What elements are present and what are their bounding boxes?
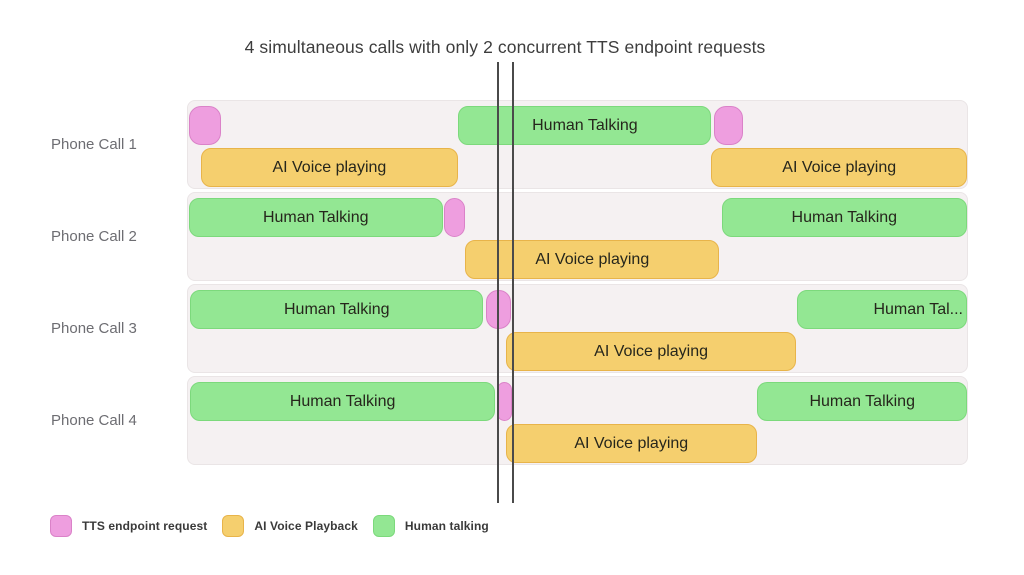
row-label: Phone Call 2 — [51, 228, 137, 245]
tts-endpoint-request-bar — [443, 198, 466, 237]
ai-voice-playing-bar: AI Voice playing — [505, 332, 797, 371]
ai-swatch-icon — [222, 515, 245, 537]
ai-voice-playing-bar: AI Voice playing — [505, 424, 757, 463]
ai-voice-playing-bar: AI Voice playing — [465, 240, 720, 279]
human-talking-bar: Human Talking — [190, 290, 484, 329]
ai-voice-playing-bar: AI Voice playing — [711, 148, 967, 187]
legend-item-human: Human talking — [372, 515, 489, 537]
human-talking-bar: Human Talking — [190, 382, 495, 421]
tts-endpoint-request-bar — [713, 106, 744, 145]
diagram-title: 4 simultaneous calls with only 2 concurr… — [244, 37, 766, 57]
human-talking-bar: Human Talking — [757, 382, 967, 421]
row-label: Phone Call 4 — [51, 412, 137, 429]
human-swatch-icon — [372, 515, 395, 537]
legend: TTS endpoint request AI Voice Playback Hum… — [50, 515, 489, 537]
human-talking-bar: Human Talking — [458, 106, 712, 145]
row-label: Phone Call 1 — [51, 136, 137, 153]
legend-label: Human talking — [404, 519, 489, 533]
tts-swatch-icon — [50, 515, 72, 537]
tts-endpoint-request-bar — [497, 382, 513, 421]
legend-item-tts: TTS endpoint request — [50, 515, 207, 537]
human-talking-bar: Human Tal... — [797, 290, 967, 329]
legend-label: AI Voice Playback — [254, 519, 358, 533]
human-talking-bar: Human Talking — [188, 198, 443, 237]
tts-endpoint-request-bar — [188, 106, 221, 145]
ai-voice-playing-bar: AI Voice playing — [201, 148, 458, 187]
row-track-background: Human Talking Human Tal...AI Voice playin… — [187, 284, 968, 373]
legend-item-ai: AI Voice Playback — [222, 515, 358, 537]
legend-label: TTS endpoint request — [82, 519, 208, 533]
row-label: Phone Call 3 — [51, 320, 137, 337]
human-talking-bar: Human Talking — [721, 198, 967, 237]
tts-endpoint-request-bar — [486, 290, 512, 329]
phone-call-row-3: Phone Call 3 Human Talking Human Tal...AI … — [51, 284, 968, 373]
